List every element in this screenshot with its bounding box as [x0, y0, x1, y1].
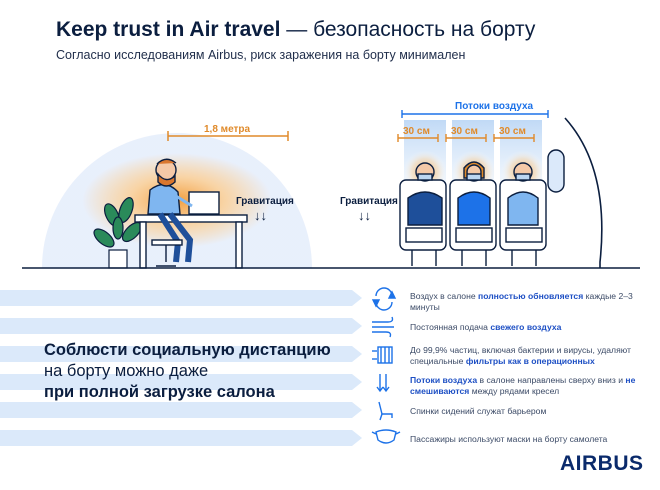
- fact-arrows: [0, 290, 362, 446]
- plant-icon: [93, 197, 143, 269]
- refresh-icon: [371, 287, 397, 311]
- fact-item-6: Пассажиры используют маски на борту само…: [410, 434, 608, 444]
- gravity-label-left: Гравитация: [236, 196, 294, 207]
- wind-icon: [372, 316, 394, 338]
- headline-line-1: Соблюсти социальную дистанцию: [44, 341, 331, 359]
- airflow-gap-3: 30 см: [499, 126, 526, 137]
- distance-label: 1,8 метра: [204, 124, 251, 135]
- headline: Соблюсти социальную дистанцию на борту м…: [44, 340, 331, 403]
- airflow-gap-1: 30 см: [403, 126, 430, 137]
- gravity-label-right: Гравитация: [340, 196, 398, 207]
- fact-item-5: Спинки сидений служат барьером: [410, 406, 547, 416]
- downflow-icon: [376, 374, 390, 393]
- airbus-logo: AIRBUS: [560, 452, 644, 475]
- laptop-icon: [188, 191, 220, 215]
- person-at-desk: [147, 158, 194, 267]
- window-icon: [547, 149, 565, 193]
- gravity-arrows-right: ↓↓: [358, 208, 371, 223]
- fact-item-4: Потоки воздуха в салоне направлены сверх…: [410, 375, 636, 396]
- page-title: Keep trust in Air travel — безопасность …: [56, 18, 536, 41]
- passenger-seat-3: [499, 162, 547, 266]
- passenger-seat-2: [449, 161, 497, 266]
- office-scene: [42, 131, 312, 269]
- fact-item-3: До 99,9% частиц, включая бактерии и виру…: [410, 345, 631, 366]
- headline-line-3: при полной загрузке салона: [44, 383, 275, 401]
- headline-line-2: на борту можно даже: [44, 362, 209, 380]
- passenger-seat-1: [399, 162, 447, 266]
- cabin-scene: [397, 110, 603, 268]
- mask-icon: [371, 429, 401, 444]
- airflow-title: Потоки воздуха: [455, 101, 534, 112]
- seat-icon: [378, 401, 393, 421]
- fuselage-wall: [564, 117, 603, 268]
- fact-item-1: Воздух в салоне полностью обновляется ка…: [410, 291, 633, 312]
- fact-item-2: Постоянная подача свежего воздуха: [410, 322, 562, 332]
- page-subtitle: Согласно исследованиям Airbus, риск зара…: [56, 48, 466, 62]
- airflow-gap-2: 30 см: [451, 126, 478, 137]
- filter-icon: [372, 346, 393, 364]
- gravity-arrows-left: ↓↓: [254, 208, 267, 223]
